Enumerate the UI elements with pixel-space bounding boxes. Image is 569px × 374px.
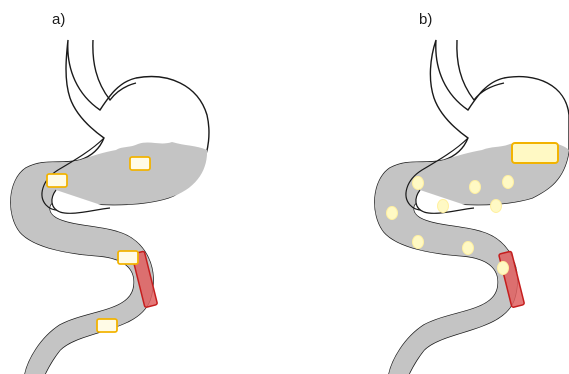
pellet-b-5 [491, 200, 502, 213]
pellet-b-7 [413, 236, 424, 249]
panel-a: a) [11, 11, 209, 374]
tablet-a-4 [97, 319, 117, 332]
pellet-b-4 [438, 200, 449, 213]
panel-b-label: b) [419, 11, 432, 28]
pellet-b-1 [413, 177, 424, 190]
pellet-b-9 [498, 262, 509, 275]
panel-a-label: a) [52, 11, 65, 28]
tablet-a-3 [118, 251, 138, 264]
gastric-contents-b [375, 142, 569, 374]
panel-b: b) [375, 11, 569, 374]
stomach-and-intestine-b [375, 40, 569, 374]
pellet-b-8 [463, 242, 474, 255]
tablet-a-1 [130, 157, 150, 170]
pellet-b-3 [503, 176, 514, 189]
pellet-b-6 [387, 207, 398, 220]
pellet-b-2 [470, 181, 481, 194]
floating-tablet-b [512, 143, 558, 163]
tablet-a-2 [47, 174, 67, 187]
